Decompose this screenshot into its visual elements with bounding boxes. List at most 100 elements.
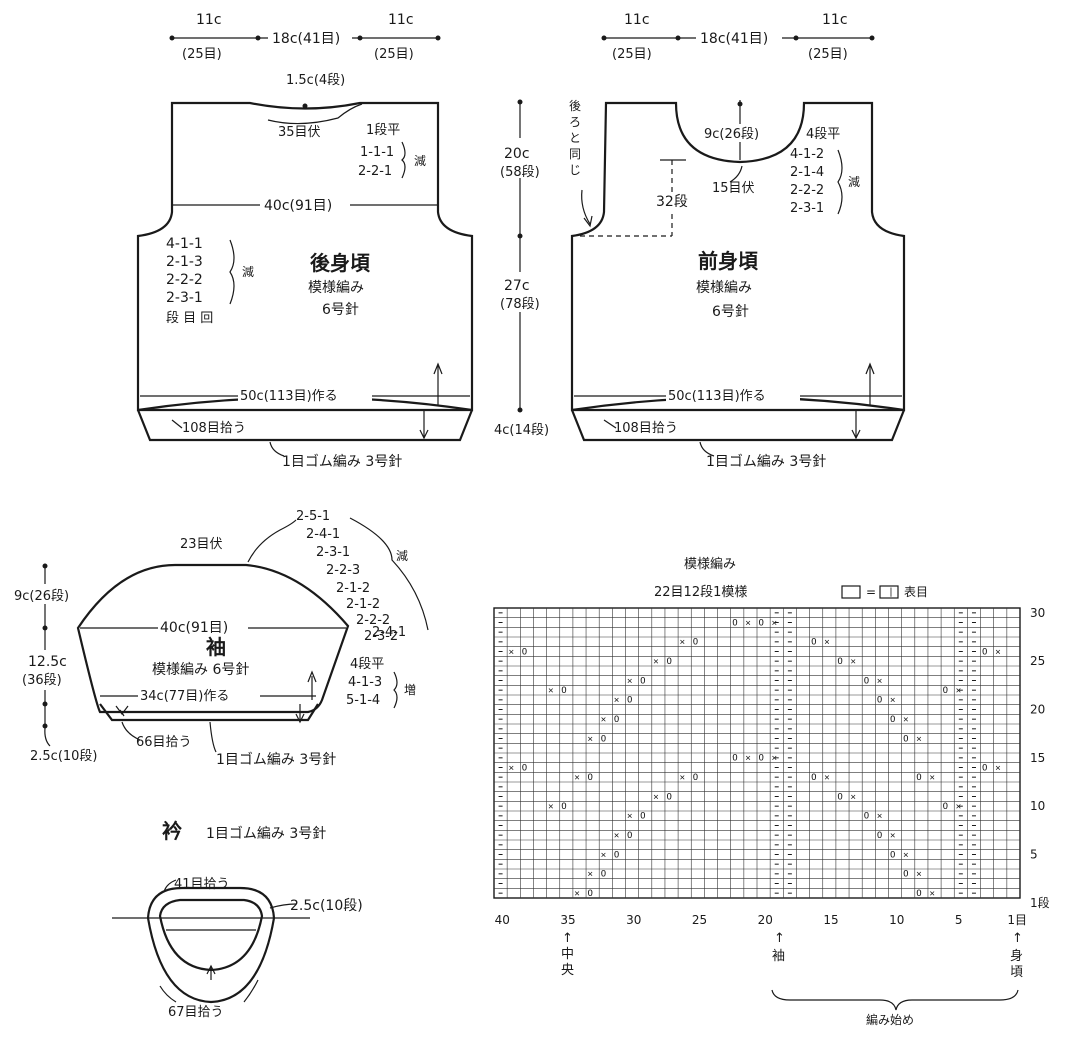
back-arm-row-4: 2-3-1 (166, 290, 203, 306)
collar-spec: 1目ゴム編み 3号針 (206, 825, 326, 842)
front-neck-row-3: 2-1-4 (790, 165, 824, 180)
decrease-symbol: ✕ (903, 715, 908, 725)
decrease-symbol: ✕ (772, 618, 777, 628)
decrease-symbol: ✕ (548, 686, 553, 696)
decrease-symbol: ✕ (772, 754, 777, 764)
yarn-over-symbol: O (732, 754, 737, 764)
back-neck-width: 18c(41目) (272, 31, 340, 47)
decrease-symbol: ✕ (890, 831, 895, 841)
yarn-over-symbol: O (522, 647, 527, 657)
collar-top-pick-up: 41目拾う (174, 877, 230, 892)
sleeve-cap-decrease: 減 (396, 548, 408, 563)
decrease-symbol: ✕ (916, 870, 921, 880)
decrease-symbol: ✕ (929, 889, 934, 899)
column-label: 1目 (1007, 913, 1027, 927)
front-shoulder-right-sts: (25目) (808, 47, 848, 62)
same-as-back-char: 同 (569, 147, 581, 161)
decrease-symbol: ✕ (614, 696, 619, 706)
collar-title: 衿 (162, 819, 182, 843)
column-label: 10 (889, 913, 904, 927)
decrease-symbol: ✕ (627, 812, 632, 822)
decrease-symbol: ✕ (548, 802, 553, 812)
legend-blank-cell (841, 585, 861, 599)
yarn-over-symbol: O (811, 773, 816, 783)
decrease-symbol: ✕ (929, 773, 934, 783)
sleeve-cap-row-3: 2-3-1 (316, 545, 350, 560)
sleeve-inc-row-2: 4-1-3 (348, 675, 382, 690)
sleeve-cast-on: 34c(77目)作る (140, 689, 229, 704)
sleeve-start-label: 袖 (772, 949, 785, 964)
yarn-over-symbol: O (561, 686, 566, 696)
center-arrow: ↑ (562, 931, 573, 946)
front-neck-bind-off: 15目伏 (712, 181, 755, 196)
sleeve-cap-row-9: 2-4-1 (372, 625, 406, 640)
row-label: 25 (1030, 654, 1045, 668)
decrease-symbol: ✕ (574, 889, 579, 899)
sleeve-cap-row-6: 2-1-2 (346, 597, 380, 612)
yarn-over-symbol: O (943, 686, 948, 696)
back-arm-decrease: 減 (242, 264, 254, 279)
chart-repeat: 22目12段1模様 (654, 585, 747, 600)
sleeve-cap-row-7: 2-2-2 (356, 613, 390, 628)
yarn-over-symbol: O (601, 870, 606, 880)
back-title: 後身頃 (310, 251, 371, 275)
same-as-back-char: じ (569, 163, 581, 177)
yarn-over-symbol: O (982, 763, 987, 773)
yarn-over-symbol: O (759, 618, 764, 628)
back-neck-bind-off: 35目伏 (278, 125, 321, 140)
back-arm-row-1: 4-1-1 (166, 236, 203, 252)
body-label-1: 身 (1010, 948, 1023, 964)
collar-piece: 衿 1目ゴム編み 3号針 41目拾う 2.5c(10段) 67目拾う (112, 819, 363, 1020)
pattern-chart: 模様編み 22目12段1模様 = 丨 表目 O✕O✕O✕O✕O✕O✕O✕O✕O✕… (493, 556, 1050, 1027)
yarn-over-symbol: O (640, 812, 645, 822)
yarn-over-symbol: O (877, 831, 882, 841)
back-neck-row-3: 2-2-1 (358, 164, 392, 179)
column-label: 35 (560, 913, 575, 927)
back-arm-row-3: 2-2-2 (166, 272, 203, 288)
center-label-2: 央 (561, 963, 574, 978)
column-label: 30 (626, 913, 641, 927)
sleeve-bind-off: 23目伏 (180, 537, 223, 552)
front-pick-up: 108目拾う (614, 421, 678, 436)
back-neck-decrease: 減 (414, 153, 426, 168)
decrease-symbol: ✕ (995, 647, 1000, 657)
row-label: 10 (1030, 799, 1045, 813)
side-mid-cm: 27c (504, 278, 530, 294)
row-label: 15 (1030, 751, 1045, 765)
chart-symbols: O✕O✕O✕O✕O✕O✕O✕O✕O✕O✕O✕O✕O✕O✕O✕O✕O✕O✕O✕O✕… (498, 612, 1001, 899)
back-pick-up: 108目拾う (182, 421, 246, 436)
front-neck-row-4: 2-2-2 (790, 183, 824, 198)
front-neck-decrease: 減 (848, 174, 860, 189)
decrease-symbol: ✕ (680, 773, 685, 783)
sleeve-cap-row-1: 2-5-1 (296, 509, 330, 524)
legend-knit-cell (879, 585, 899, 599)
yarn-over-symbol: O (903, 734, 908, 744)
sleeve-increase: 増 (404, 683, 416, 697)
decrease-symbol: ✕ (824, 773, 829, 783)
decrease-symbol: ✕ (824, 638, 829, 648)
decrease-symbol: ✕ (653, 792, 658, 802)
yarn-over-symbol: O (693, 773, 698, 783)
yarn-over-symbol: O (864, 812, 869, 822)
sleeve-inc-row-1: 4段平 (350, 657, 384, 672)
collar-depth: 2.5c(10段) (290, 898, 363, 914)
back-shoulder-left-cm: 11c (196, 12, 222, 28)
decrease-symbol: ✕ (653, 657, 658, 667)
front-title: 前身頃 (698, 249, 759, 273)
front-shoulder-left-sts: (25目) (612, 47, 652, 62)
yarn-over-symbol: O (837, 792, 842, 802)
decrease-symbol: ✕ (601, 715, 606, 725)
sleeve-cap-row-5: 2-1-2 (336, 581, 370, 596)
front-neck-row-5: 2-3-1 (790, 201, 824, 216)
collar-bottom-pick-up: 67目拾う (168, 1005, 224, 1020)
sleeve-width: 40c(91目) (160, 620, 228, 636)
decrease-symbol: ✕ (588, 870, 593, 880)
decrease-symbol: ✕ (509, 763, 514, 773)
back-shoulder-right-cm: 11c (388, 12, 414, 28)
sleeve-cap-row-8: 2-3-2 (364, 629, 398, 644)
sleeve-piece: 40c(91目) 23目伏 2-5-1 2-4-1 2-3-1 2-2-3 2-… (10, 509, 429, 768)
decrease-symbol: ✕ (956, 686, 961, 696)
decrease-symbol: ✕ (890, 696, 895, 706)
